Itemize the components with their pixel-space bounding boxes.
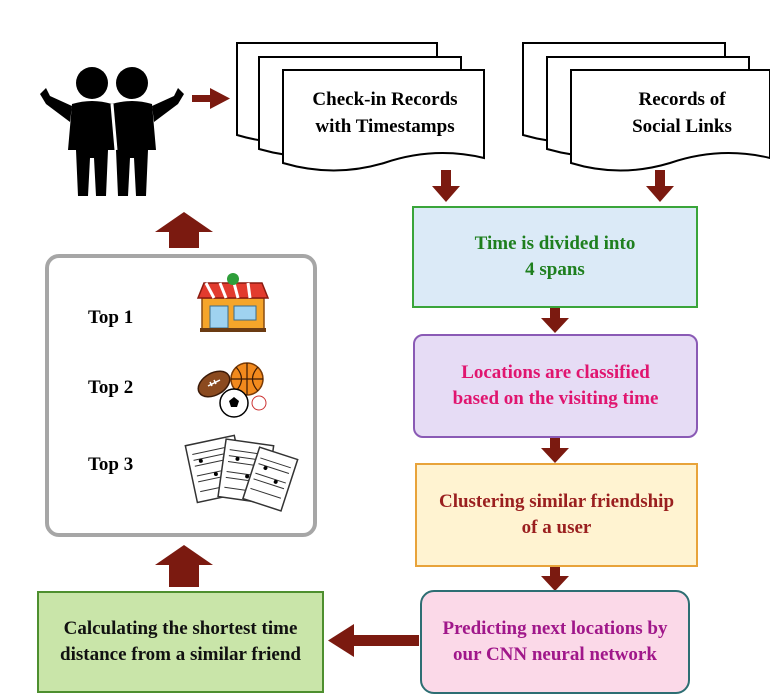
arrow-calculate-to-ranking (155, 545, 213, 587)
sports-balls-icon (197, 362, 267, 418)
calculate-step: Calculating the shortest time distance f… (37, 591, 324, 693)
sheet-music-icon (184, 434, 299, 512)
rank-label-top2: Top 2 (88, 377, 134, 398)
rank-label-top1: Top 1 (88, 307, 134, 328)
checkin-records-line2: with Timestamps (315, 116, 455, 137)
checkin-records-label: Check-in Records with Timestamps (285, 86, 485, 140)
social-links-line1: Records of (638, 89, 726, 110)
cluster-line1: Clustering similar friendship (438, 491, 675, 512)
social-links-line2: Social Links (632, 116, 732, 137)
shop-icon (196, 273, 270, 332)
arrow-social-to-time (646, 170, 674, 202)
social-links-label: Records of Social Links (582, 86, 770, 140)
checkin-records-line1: Check-in Records (312, 89, 458, 110)
arrow-classify-to-cluster (541, 438, 569, 463)
classify-line2: based on the visiting time (452, 388, 659, 409)
predict-step: Predicting next locations by our CNN neu… (420, 590, 690, 694)
checkin-records-document (236, 42, 485, 172)
arrow-ranking-to-users (155, 212, 213, 248)
users-icon (40, 67, 184, 196)
calculate-line2: distance from a similar friend (60, 644, 301, 665)
classify-line1: Locations are classified (461, 362, 650, 383)
rank-label-top3: Top 3 (88, 454, 134, 475)
predict-line1: Predicting next locations by (442, 618, 668, 639)
classify-step: Locations are classified based on the vi… (413, 334, 698, 438)
arrow-predict-to-calculate (328, 624, 419, 657)
arrow-checkin-to-time (432, 170, 460, 202)
arrow-cluster-to-predict (541, 566, 569, 591)
arrow-time-to-classify (541, 308, 569, 333)
time-split-line1: Time is divided into (474, 233, 636, 254)
social-links-document (522, 42, 770, 172)
arrow-users-to-records (192, 88, 230, 109)
time-split-line2: 4 spans (525, 259, 585, 280)
predict-line2: our CNN neural network (453, 644, 657, 665)
cluster-line2: of a user (521, 517, 592, 538)
calculate-line1: Calculating the shortest time (63, 618, 298, 639)
cluster-step: Clustering similar friendship of a user (415, 463, 698, 567)
time-split-step: Time is divided into 4 spans (412, 206, 698, 308)
